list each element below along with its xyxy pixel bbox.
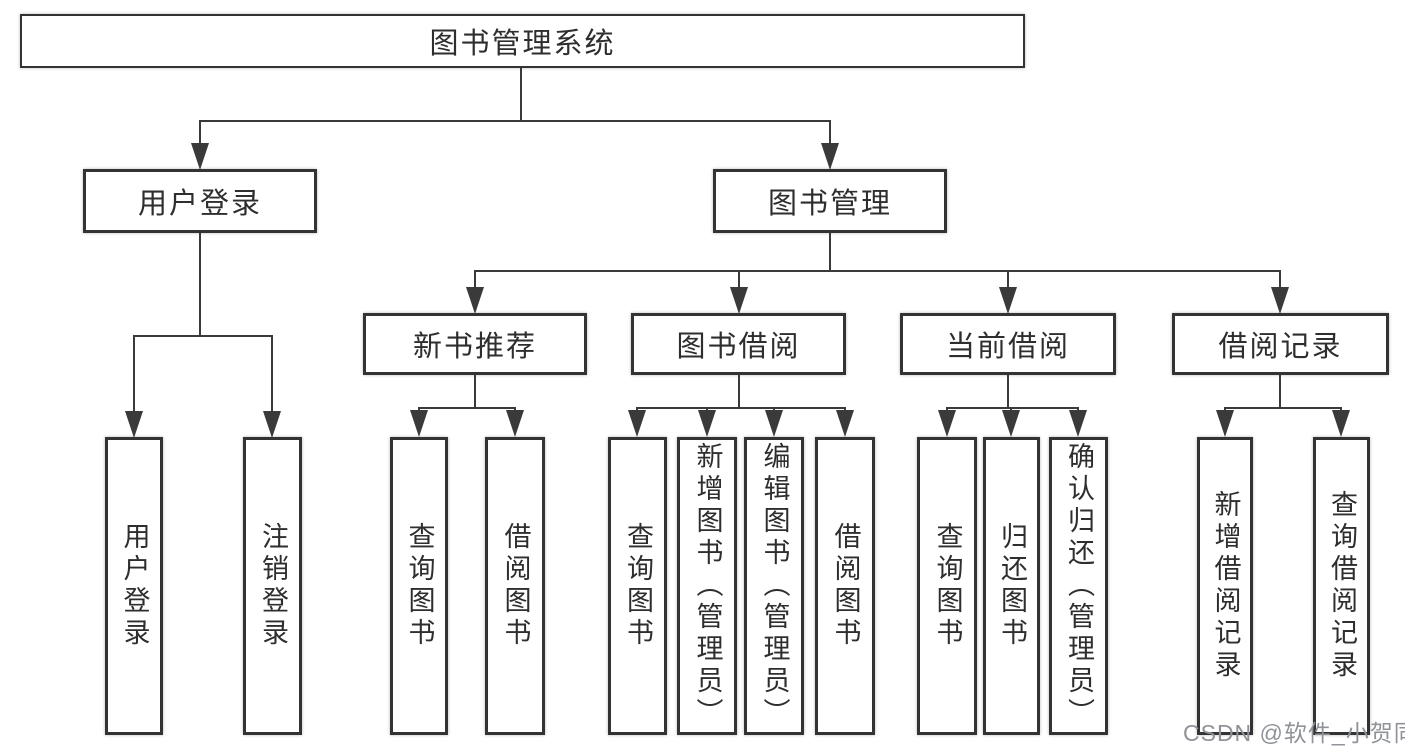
arrow-down-icon: [821, 143, 839, 170]
connector-line: [829, 120, 831, 148]
arrow-down-icon: [263, 411, 281, 438]
node-label: 新书推荐: [412, 331, 537, 363]
leaf-label: 新增借阅记录: [1210, 490, 1241, 682]
arrow-down-icon: [730, 287, 748, 314]
arrow-down-icon: [125, 411, 143, 438]
connector-line: [636, 407, 846, 409]
node-borrowing-records: 借阅记录: [1172, 313, 1389, 375]
leaf-label: 查询图书: [932, 522, 963, 650]
connector-line: [1007, 375, 1009, 409]
watermark: CSDN @软件_小贺同学: [1183, 720, 1405, 746]
leaf-user-login: 用户登录: [105, 437, 163, 735]
connector-line: [738, 375, 740, 409]
connector-line: [1224, 407, 1342, 409]
node-label: 图书管理: [767, 188, 892, 220]
arrow-down-icon: [410, 410, 428, 437]
arrow-down-icon: [765, 410, 783, 437]
connector-line: [474, 270, 1281, 272]
arrow-down-icon: [1069, 410, 1087, 437]
connector-line: [829, 233, 831, 272]
leaf-label: 归还图书: [997, 522, 1027, 650]
connector-line: [133, 335, 273, 337]
leaf-label: 查询图书: [623, 522, 653, 650]
arrow-down-icon: [999, 287, 1017, 314]
connector-line: [1279, 270, 1281, 290]
connector-line: [133, 335, 135, 415]
node-book-management: 图书管理: [713, 169, 947, 233]
node-label: 借阅记录: [1218, 331, 1343, 363]
connector-line: [199, 233, 201, 337]
arrow-down-icon: [506, 410, 524, 437]
leaf-return-books: 归还图书: [983, 437, 1040, 735]
leaf-borrow-books-recommend: 借阅图书: [485, 437, 545, 735]
arrow-down-icon: [466, 287, 484, 314]
leaf-label: 借阅图书: [500, 522, 531, 650]
node-label: 图书管理系统: [429, 28, 616, 60]
leaf-label: 用户登录: [119, 522, 150, 650]
arrow-down-icon: [1002, 410, 1020, 437]
connector-line: [1007, 270, 1009, 290]
leaf-borrow-books-borrowing: 借阅图书: [815, 437, 875, 735]
leaf-query-borrow-record: 查询借阅记录: [1313, 437, 1370, 735]
connector-line: [199, 120, 201, 148]
arrow-down-icon: [628, 410, 646, 437]
arrow-down-icon: [1332, 410, 1350, 437]
leaf-label: 确认归还（管理员）: [1064, 442, 1094, 730]
arrow-down-icon: [191, 143, 209, 170]
leaf-logout: 注销登录: [243, 437, 302, 735]
leaf-label: 注销登录: [258, 522, 288, 650]
leaf-label: 查询借阅记录: [1327, 490, 1357, 682]
arrow-down-icon: [938, 410, 956, 437]
connector-line: [1279, 375, 1281, 409]
leaf-query-books-current: 查询图书: [917, 437, 977, 735]
node-library-management-system: 图书管理系统: [20, 14, 1025, 68]
leaf-label: 借阅图书: [830, 522, 861, 650]
connector-line: [520, 68, 522, 121]
leaf-label: 编辑图书（管理员）: [759, 442, 790, 730]
leaf-confirm-return-admin: 确认归还（管理员）: [1049, 437, 1108, 735]
connector-line: [946, 407, 1079, 409]
node-current-borrowing: 当前借阅: [900, 313, 1116, 375]
node-label: 图书借阅: [676, 331, 801, 363]
leaf-add-books-admin: 新增图书（管理员）: [677, 437, 737, 735]
leaf-query-books-borrowing: 查询图书: [608, 437, 667, 735]
connector-line: [199, 120, 831, 122]
leaf-edit-books-admin: 编辑图书（管理员）: [744, 437, 804, 735]
node-book-borrowing: 图书借阅: [631, 313, 846, 375]
leaf-label: 新增图书（管理员）: [692, 442, 723, 730]
leaf-query-books-recommend: 查询图书: [390, 437, 448, 735]
connector-line: [418, 407, 516, 409]
connector-line: [738, 270, 740, 290]
leaf-add-borrow-record: 新增借阅记录: [1197, 437, 1253, 735]
node-label: 当前借阅: [945, 331, 1070, 363]
node-user-login: 用户登录: [83, 169, 317, 233]
arrow-down-icon: [1216, 410, 1234, 437]
connector-line: [474, 375, 476, 409]
connector-line: [271, 335, 273, 415]
arrow-down-icon: [1271, 287, 1289, 314]
connector-line: [474, 270, 476, 290]
arrow-down-icon: [698, 410, 716, 437]
node-label: 用户登录: [137, 188, 262, 220]
node-new-book-recommendation: 新书推荐: [363, 313, 587, 375]
leaf-label: 查询图书: [404, 522, 435, 650]
arrow-down-icon: [836, 410, 854, 437]
